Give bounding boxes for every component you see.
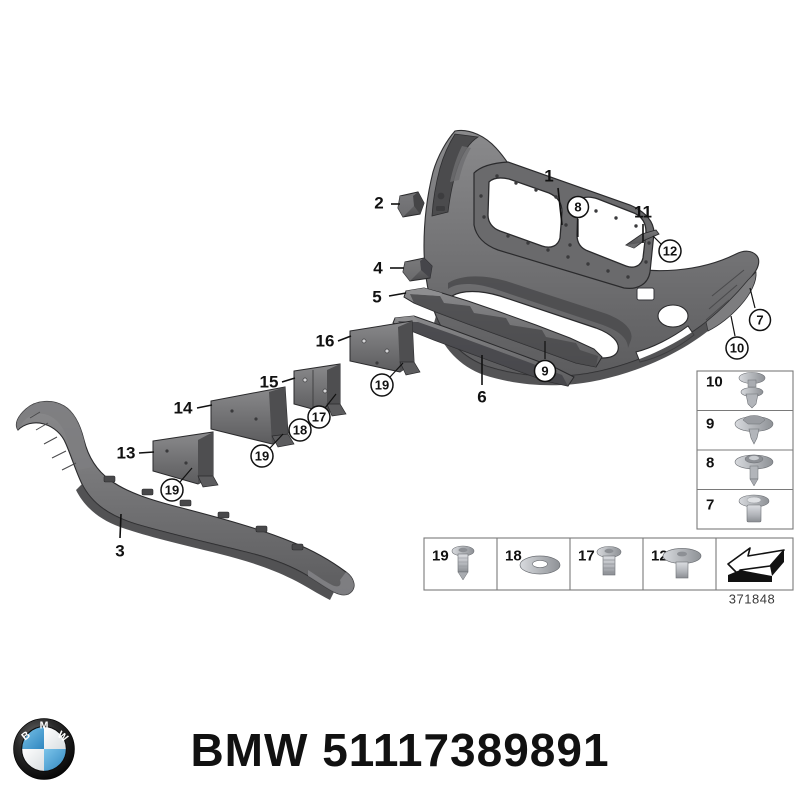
callout-label: 13: [117, 444, 136, 463]
callout-label: 2: [374, 194, 383, 213]
callout-4: 4: [373, 259, 404, 278]
callout-label: 5: [372, 288, 381, 307]
legend-row-7: 7: [706, 494, 770, 523]
part-cover-sensor-bracket: [402, 257, 433, 282]
callout-11: 11: [634, 203, 652, 243]
pan-head-screw-icon: [596, 546, 622, 576]
callout-17: 17: [307, 393, 337, 429]
part-trim-strip-lower: [392, 315, 575, 387]
callout-circle: [748, 308, 772, 332]
callout-12: 12: [652, 235, 682, 263]
callout-circle: [566, 195, 590, 219]
part-trim-strip-upper: [403, 287, 603, 368]
legend-row-10: 10: [706, 372, 766, 409]
callout-label: 6: [477, 388, 486, 407]
callout-label: 12: [663, 244, 677, 259]
callout-circle: [658, 239, 682, 263]
legend-label: 10: [706, 374, 723, 391]
callout-8: 8: [566, 195, 590, 237]
legend-cell-17: 17: [578, 546, 622, 576]
callout-19-c: 19: [160, 467, 193, 502]
part-lower-front-spoiler: [15, 400, 355, 600]
callout-circle: [307, 405, 331, 429]
footer-part-number: BMW 51117389891: [190, 724, 610, 776]
callout-label: 11: [634, 203, 652, 222]
callout-label: 14: [174, 399, 193, 418]
callout-6: 6: [477, 355, 487, 407]
legend-label: 19: [432, 548, 449, 565]
legend-label: 17: [578, 548, 595, 565]
legend-vertical-fasteners: 10 9 8: [696, 370, 794, 530]
part-mount-bracket-13: [152, 431, 219, 488]
callout-16: 16: [316, 332, 352, 351]
callout-label: 8: [574, 200, 581, 215]
callout-19-a: 19: [370, 362, 404, 397]
callout-circle: [533, 359, 557, 383]
callout-label: 15: [260, 373, 279, 392]
torx-screw-icon: [451, 545, 475, 581]
callout-13: 13: [117, 444, 155, 463]
legend-horizontal-fasteners: 19 18 17: [423, 537, 794, 591]
diagram-id: 371848: [729, 592, 775, 607]
callout-circle: [250, 444, 274, 468]
legend-row-9: 9: [706, 415, 774, 445]
callout-18: 18: [288, 418, 312, 442]
callout-label: 10: [730, 341, 744, 356]
callout-label: 16: [316, 332, 335, 351]
callout-label: 4: [373, 259, 383, 278]
part-cover-tow-hook-eye: [397, 191, 425, 218]
flat-washer-icon: [519, 555, 561, 575]
part-mount-bracket-16: [349, 320, 421, 376]
legend-cell-19: 19: [432, 545, 475, 581]
bmw-roundel-logo: B M W: [13, 718, 75, 780]
callout-1: 1: [544, 167, 563, 226]
large-flange-clip-icon: [734, 415, 774, 445]
legend-label: 18: [505, 548, 522, 565]
wide-head-screw-icon: [662, 548, 702, 579]
callout-label: 19: [165, 483, 179, 498]
legend-label: 7: [706, 497, 714, 514]
legend-label: 9: [706, 416, 714, 433]
callout-14: 14: [174, 399, 213, 418]
callout-circle: [288, 418, 312, 442]
callout-9: 9: [533, 341, 557, 383]
callout-label: 1: [544, 167, 553, 186]
legend-label: 12: [651, 548, 668, 565]
callout-circle: [370, 373, 394, 397]
callout-19-b: 19: [250, 433, 284, 468]
callout-15: 15: [260, 373, 296, 392]
legend-cell-18: 18: [505, 548, 561, 575]
logo-letter-m: M: [40, 720, 49, 732]
legend-cell-12: 12: [651, 548, 702, 579]
callout-label: 3: [115, 542, 124, 561]
callout-label: 17: [312, 410, 326, 425]
callout-7: 7: [748, 287, 772, 332]
callout-label: 19: [375, 378, 389, 393]
callout-label: 18: [293, 423, 307, 438]
domed-rivet-icon: [738, 494, 770, 523]
callout-10: 10: [725, 315, 749, 360]
part-mount-bracket-14: [210, 386, 295, 448]
legend-row-8: 8: [706, 454, 774, 487]
callout-label: 7: [756, 313, 763, 328]
callout-circle: [160, 478, 184, 502]
callout-label: 9: [541, 364, 548, 379]
callout-label: 19: [255, 449, 269, 464]
push-rivet-two-piece-icon: [738, 372, 766, 409]
direction-arrow-3d-icon: [727, 547, 785, 582]
washer-head-clip-icon: [734, 454, 774, 487]
callout-3: 3: [115, 513, 125, 561]
callout-2: 2: [374, 194, 400, 213]
legend-label: 8: [706, 455, 714, 472]
callout-circle: [725, 336, 749, 360]
callout-5: 5: [372, 288, 407, 307]
